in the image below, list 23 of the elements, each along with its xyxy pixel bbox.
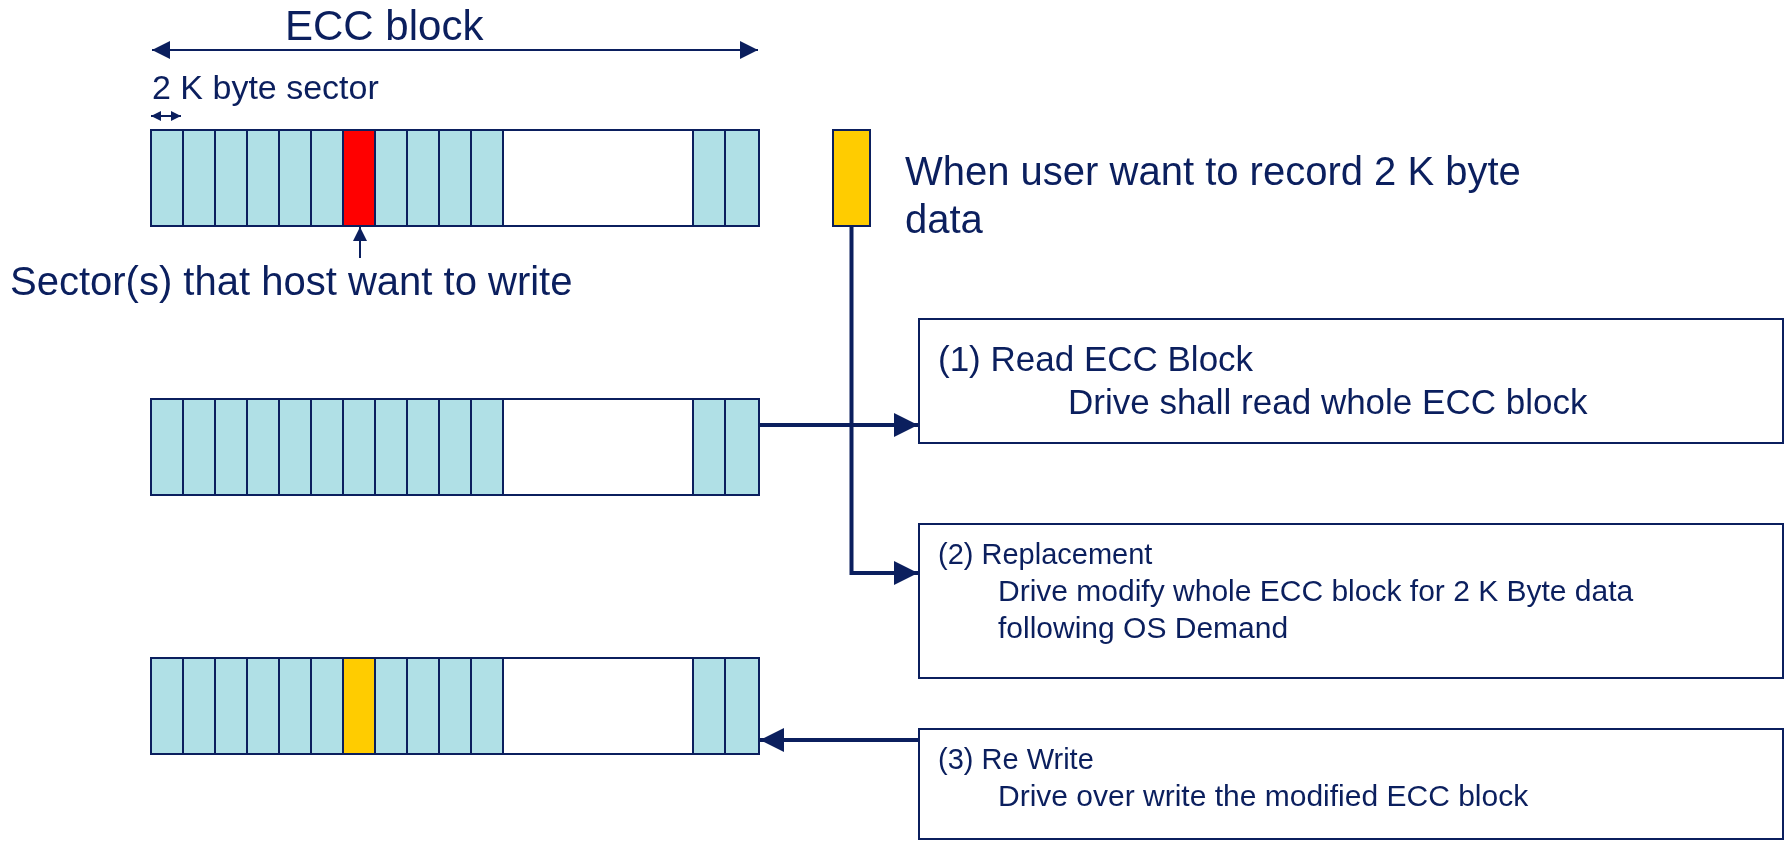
step-description: Drive modify whole ECC block for 2 K Byte data following OS Demand: [998, 572, 1635, 647]
highlighted-sector: [344, 659, 376, 753]
step-title: (2) Replacement: [938, 537, 1153, 572]
flow-arrow: [760, 413, 918, 437]
step-title: (1) Read ECC Block: [938, 338, 1254, 380]
ecc-block-strip: [150, 657, 760, 755]
callout-text: Sector(s) that host want to write: [10, 258, 573, 304]
ecc-block-strip: [150, 398, 760, 496]
ecc-block-strip: [150, 129, 760, 227]
flow-arrow: [760, 728, 918, 752]
leader-arrow: [353, 226, 367, 259]
data-block: [832, 129, 871, 227]
step-box: [918, 523, 1784, 679]
highlighted-sector: [344, 131, 376, 225]
step-box: [918, 318, 1784, 444]
step-box: [918, 728, 1784, 840]
dimension-label: 2 K byte sector: [152, 68, 379, 108]
step-description: Drive over write the modified ECC block: [998, 777, 1529, 814]
flow-arrow: [849, 227, 918, 585]
step-description: Drive shall read whole ECC block: [1068, 381, 1588, 423]
step-title: (3) Re Write: [938, 742, 1094, 777]
dimension-label: ECC block: [285, 2, 484, 51]
description-text: When user want to record 2 K byte data: [905, 149, 1521, 241]
